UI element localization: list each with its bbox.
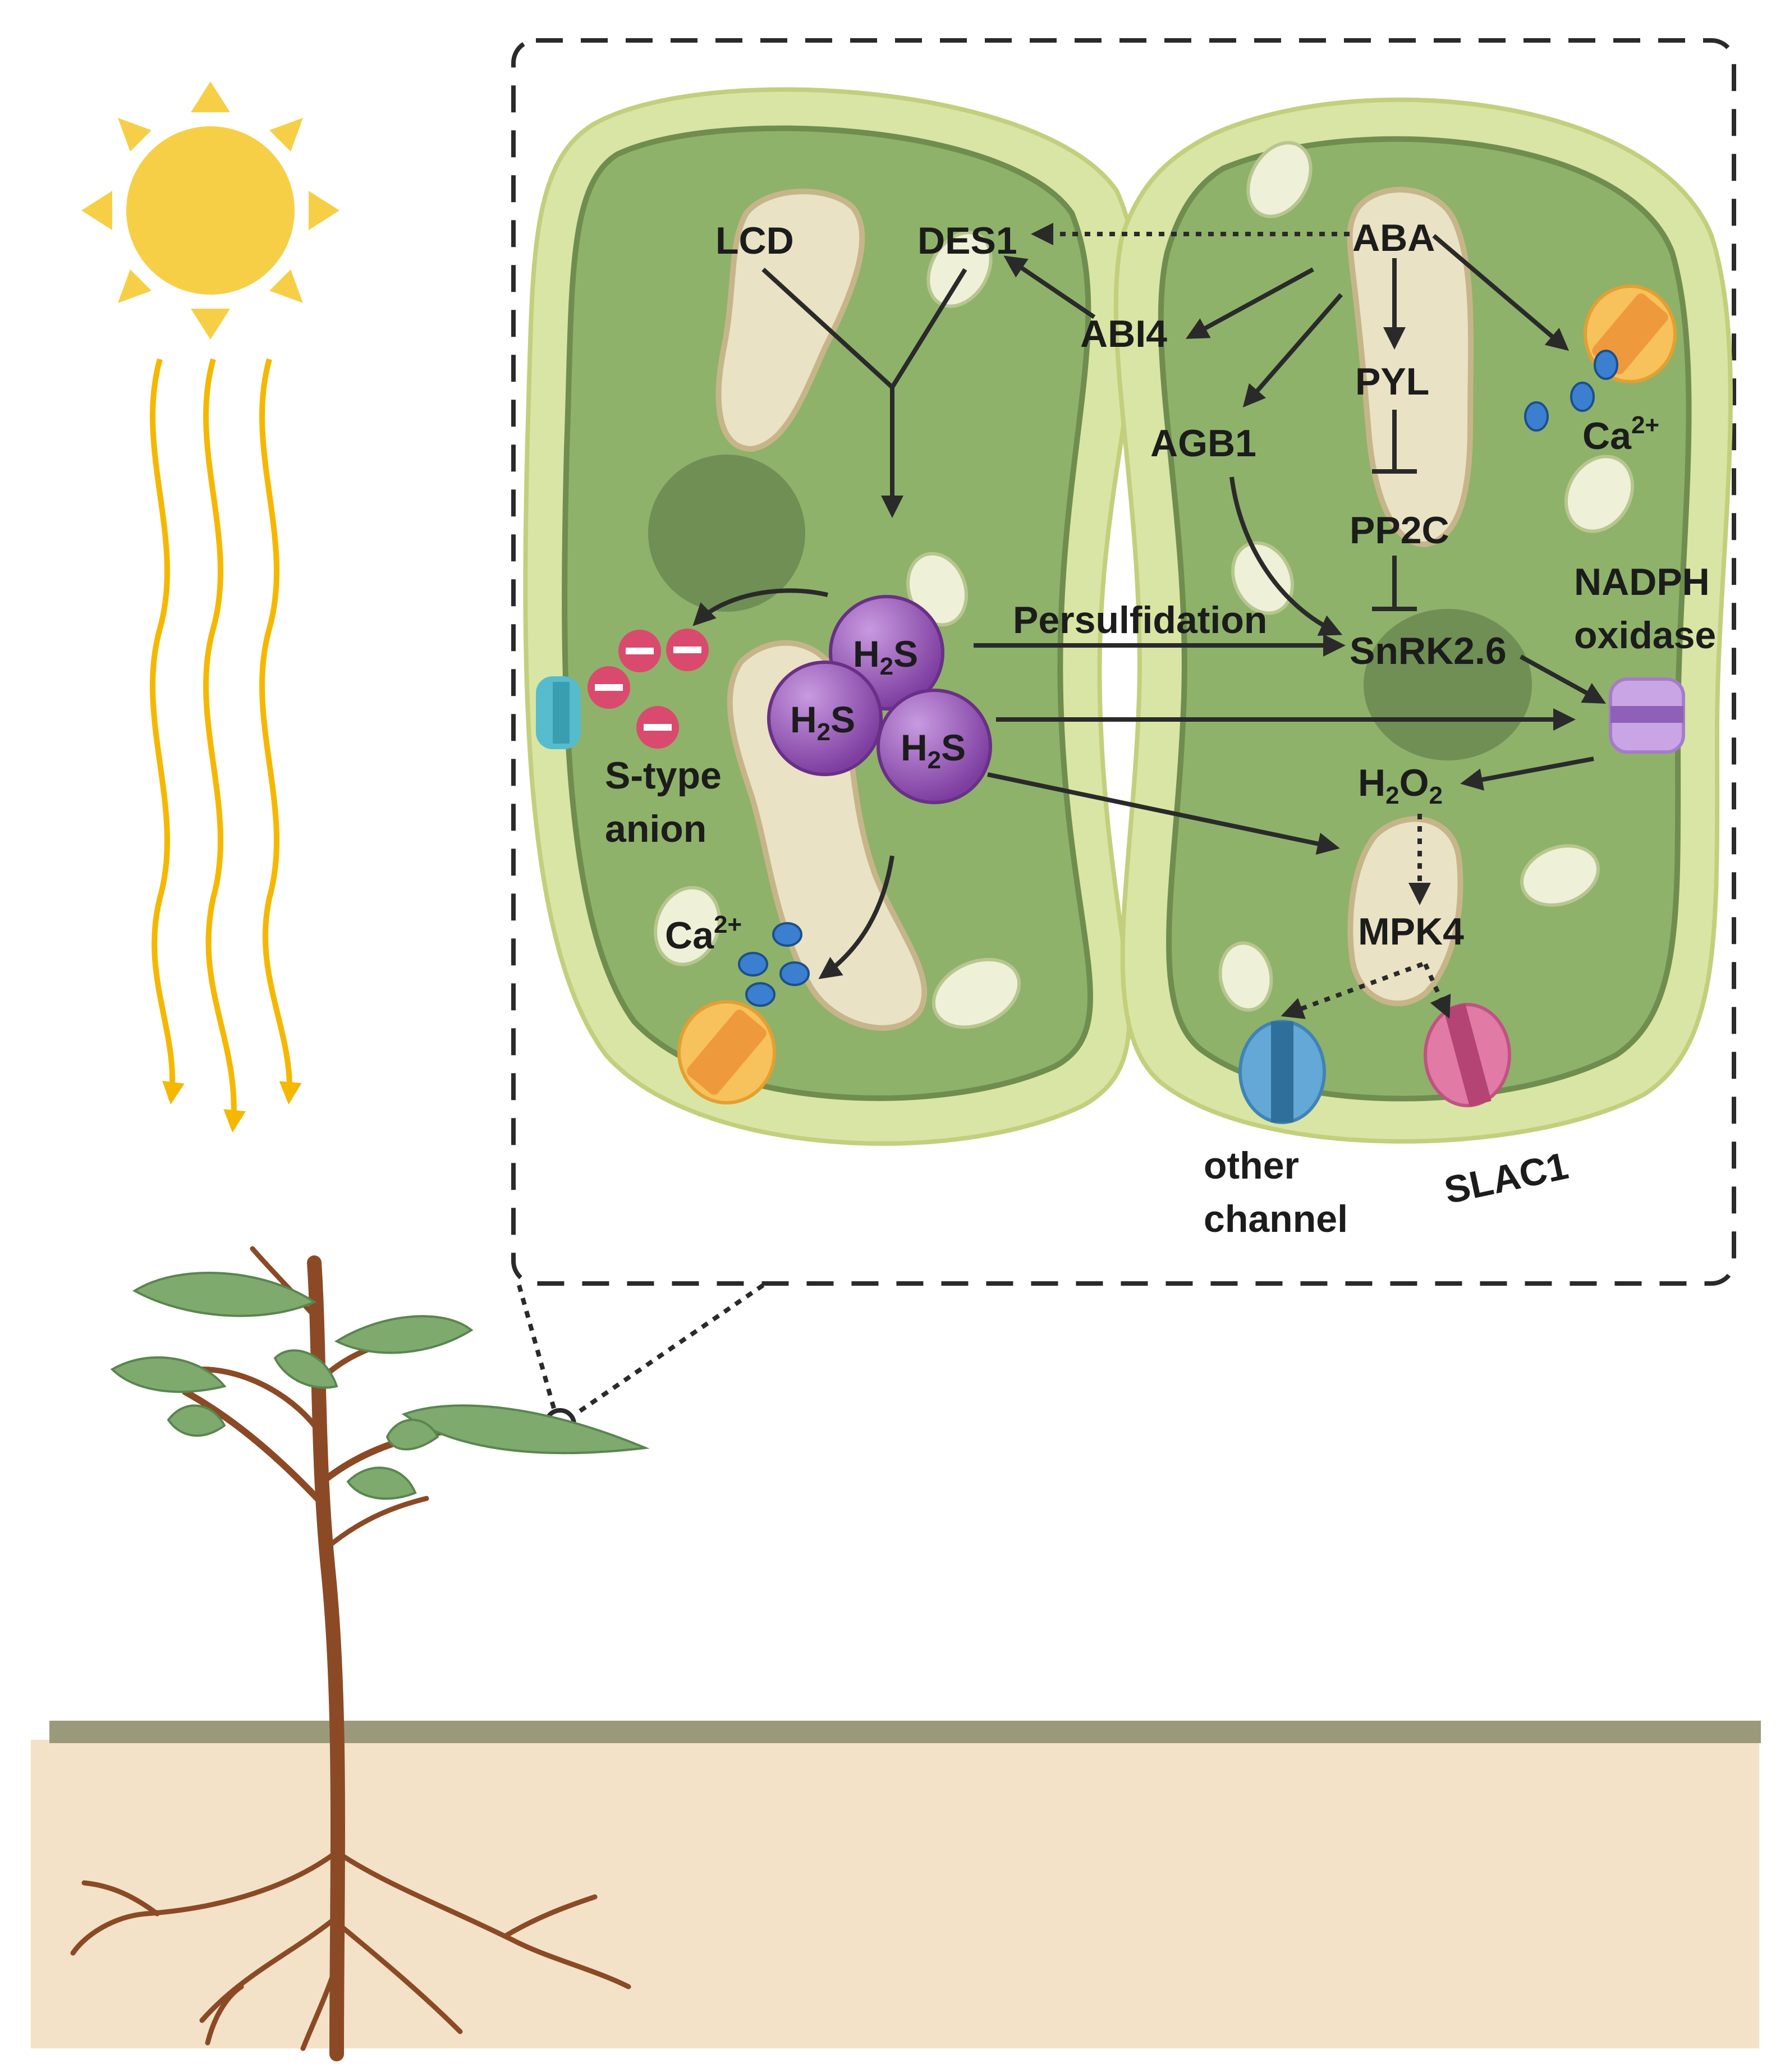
label-h2s-top: H2S [853,633,918,680]
label-other: other [1204,1144,1299,1187]
label-agb1: AGB1 [1150,422,1256,465]
left-guard-cell [523,87,1140,1146]
calcium-channel-left-icon [677,1000,776,1104]
other-channel-icon [1238,1020,1326,1124]
label-abi4: ABI4 [1080,313,1167,355]
label-snrk2-6: SnRK2.6 [1350,630,1507,672]
label-oxidase: oxidase [1574,614,1716,657]
sun-icon [81,81,339,340]
soil-surface-line [49,1721,1761,1743]
anion-icons [588,629,709,749]
label-mpk4: MPK4 [1358,910,1464,953]
label-nadph: NADPH [1574,561,1710,603]
label-lcd: LCD [715,219,794,262]
slac1-channel-icon [1424,1003,1511,1107]
right-nucleus [1364,609,1532,760]
soil [31,1740,1759,2048]
label-ca-right: Ca2+ [1582,411,1659,457]
h2s-sphere-right [877,689,992,804]
h2s-sphere-left [767,661,883,776]
label-s-type: S-type [605,754,722,797]
label-h2s-left: H2S [790,699,855,746]
label-aba: ABA [1352,217,1435,259]
label-persulfidation: Persulfidation [1013,599,1267,641]
sun-rays [150,358,302,1133]
label-channel: channel [1204,1198,1348,1240]
plant-leaves [110,1272,650,1500]
label-slac1: SLAC1 [1440,1144,1572,1212]
zoom-frame [511,38,1736,1286]
zoom-connector [517,1283,765,1441]
label-des1: DES1 [917,219,1017,262]
chloroplasts [654,141,1635,1029]
nadph-oxidase-icon [1609,677,1685,754]
calcium-ion-icons [738,350,1618,1007]
h2s-spheres [767,595,992,804]
vacuoles [715,186,1474,1031]
label-anion: anion [605,808,706,850]
s-type-anion-channel-icon [536,676,581,749]
labels: LCD DES1 ABA ABI4 PYL AGB1 PP2C Ca2+ NAD… [605,217,1716,1240]
left-nucleus [648,455,805,612]
label-h2o2: H2O2 [1358,762,1443,809]
label-pyl: PYL [1355,360,1429,403]
label-ca-left: Ca2+ [665,911,742,957]
plant-roots [70,1849,631,2051]
label-pp2c: PP2C [1350,509,1449,552]
pathway-arrows [692,223,1607,1019]
label-h2s-right: H2S [901,727,966,774]
